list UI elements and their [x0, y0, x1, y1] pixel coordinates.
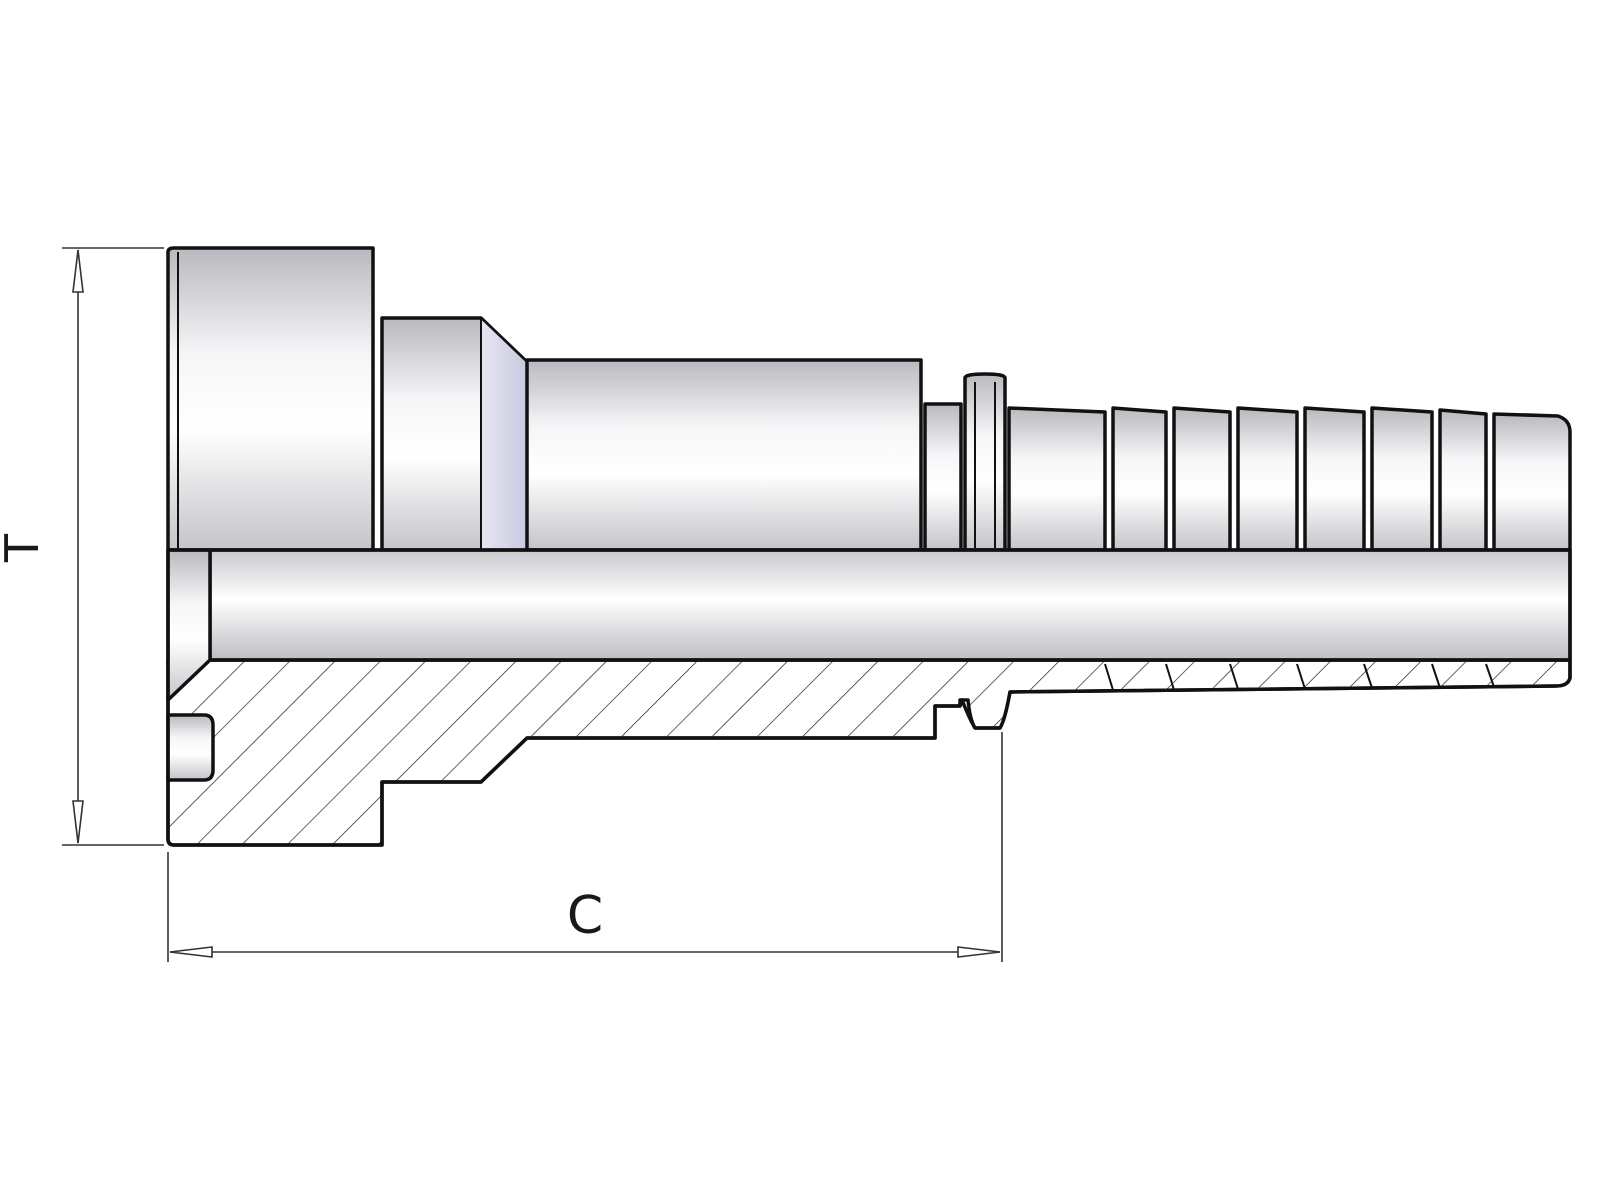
dim-c-arrow-left: [169, 946, 213, 958]
hose-tail-ribs: [1007, 406, 1572, 552]
dim-t-arrow-top: [72, 249, 84, 293]
dimension-c: [167, 732, 1003, 962]
dim-c-arrow-right: [957, 946, 1001, 958]
dimension-t: [62, 247, 164, 846]
dim-c-label: C: [567, 886, 603, 946]
dim-t-label: T: [0, 533, 49, 563]
section-rib-marks: [1104, 663, 1495, 691]
flange-head: [166, 246, 375, 552]
shoulder-chamfer: [480, 317, 528, 551]
oring-groove: [166, 713, 215, 782]
body-section: [525, 358, 923, 552]
bore: [208, 548, 1572, 662]
fitting-section-view: [166, 548, 1572, 847]
dim-t-arrow-bottom: [72, 800, 84, 844]
fitting-exterior-view: [166, 246, 1572, 552]
collar: [963, 372, 1007, 552]
neck-section: [923, 402, 963, 552]
